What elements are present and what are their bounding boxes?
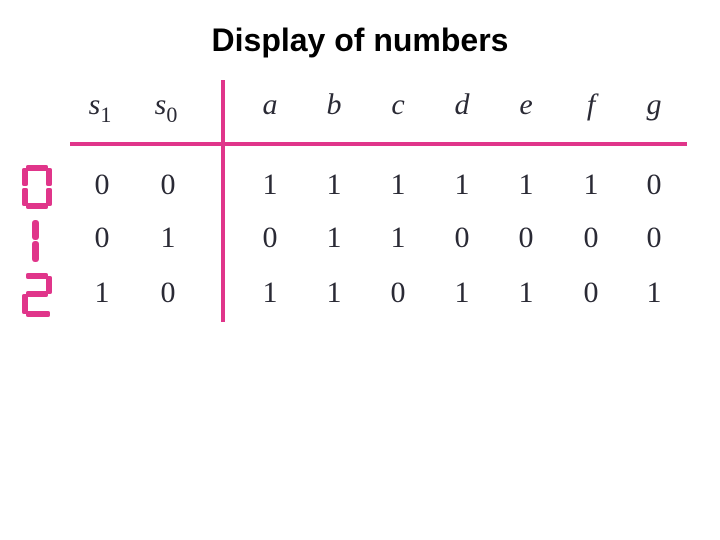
header-a: a: [262, 88, 278, 121]
seven-segment-digit-0-icon: [22, 165, 52, 209]
seven-segment-digit-2-icon: [22, 273, 52, 317]
seven-segment-digit-1-icon: [32, 220, 39, 262]
header-g: g: [646, 88, 662, 121]
header-c: c: [391, 88, 405, 121]
header-b: b: [326, 88, 342, 121]
header-e: e: [519, 88, 533, 121]
page-title: Display of numbers: [211, 22, 509, 58]
header-s0: s0: [154, 88, 178, 127]
header-d: d: [454, 88, 470, 121]
column-divider: [221, 80, 225, 322]
header-s1: s1: [88, 88, 112, 127]
header-f: f: [586, 88, 596, 121]
header-divider: [70, 142, 687, 146]
